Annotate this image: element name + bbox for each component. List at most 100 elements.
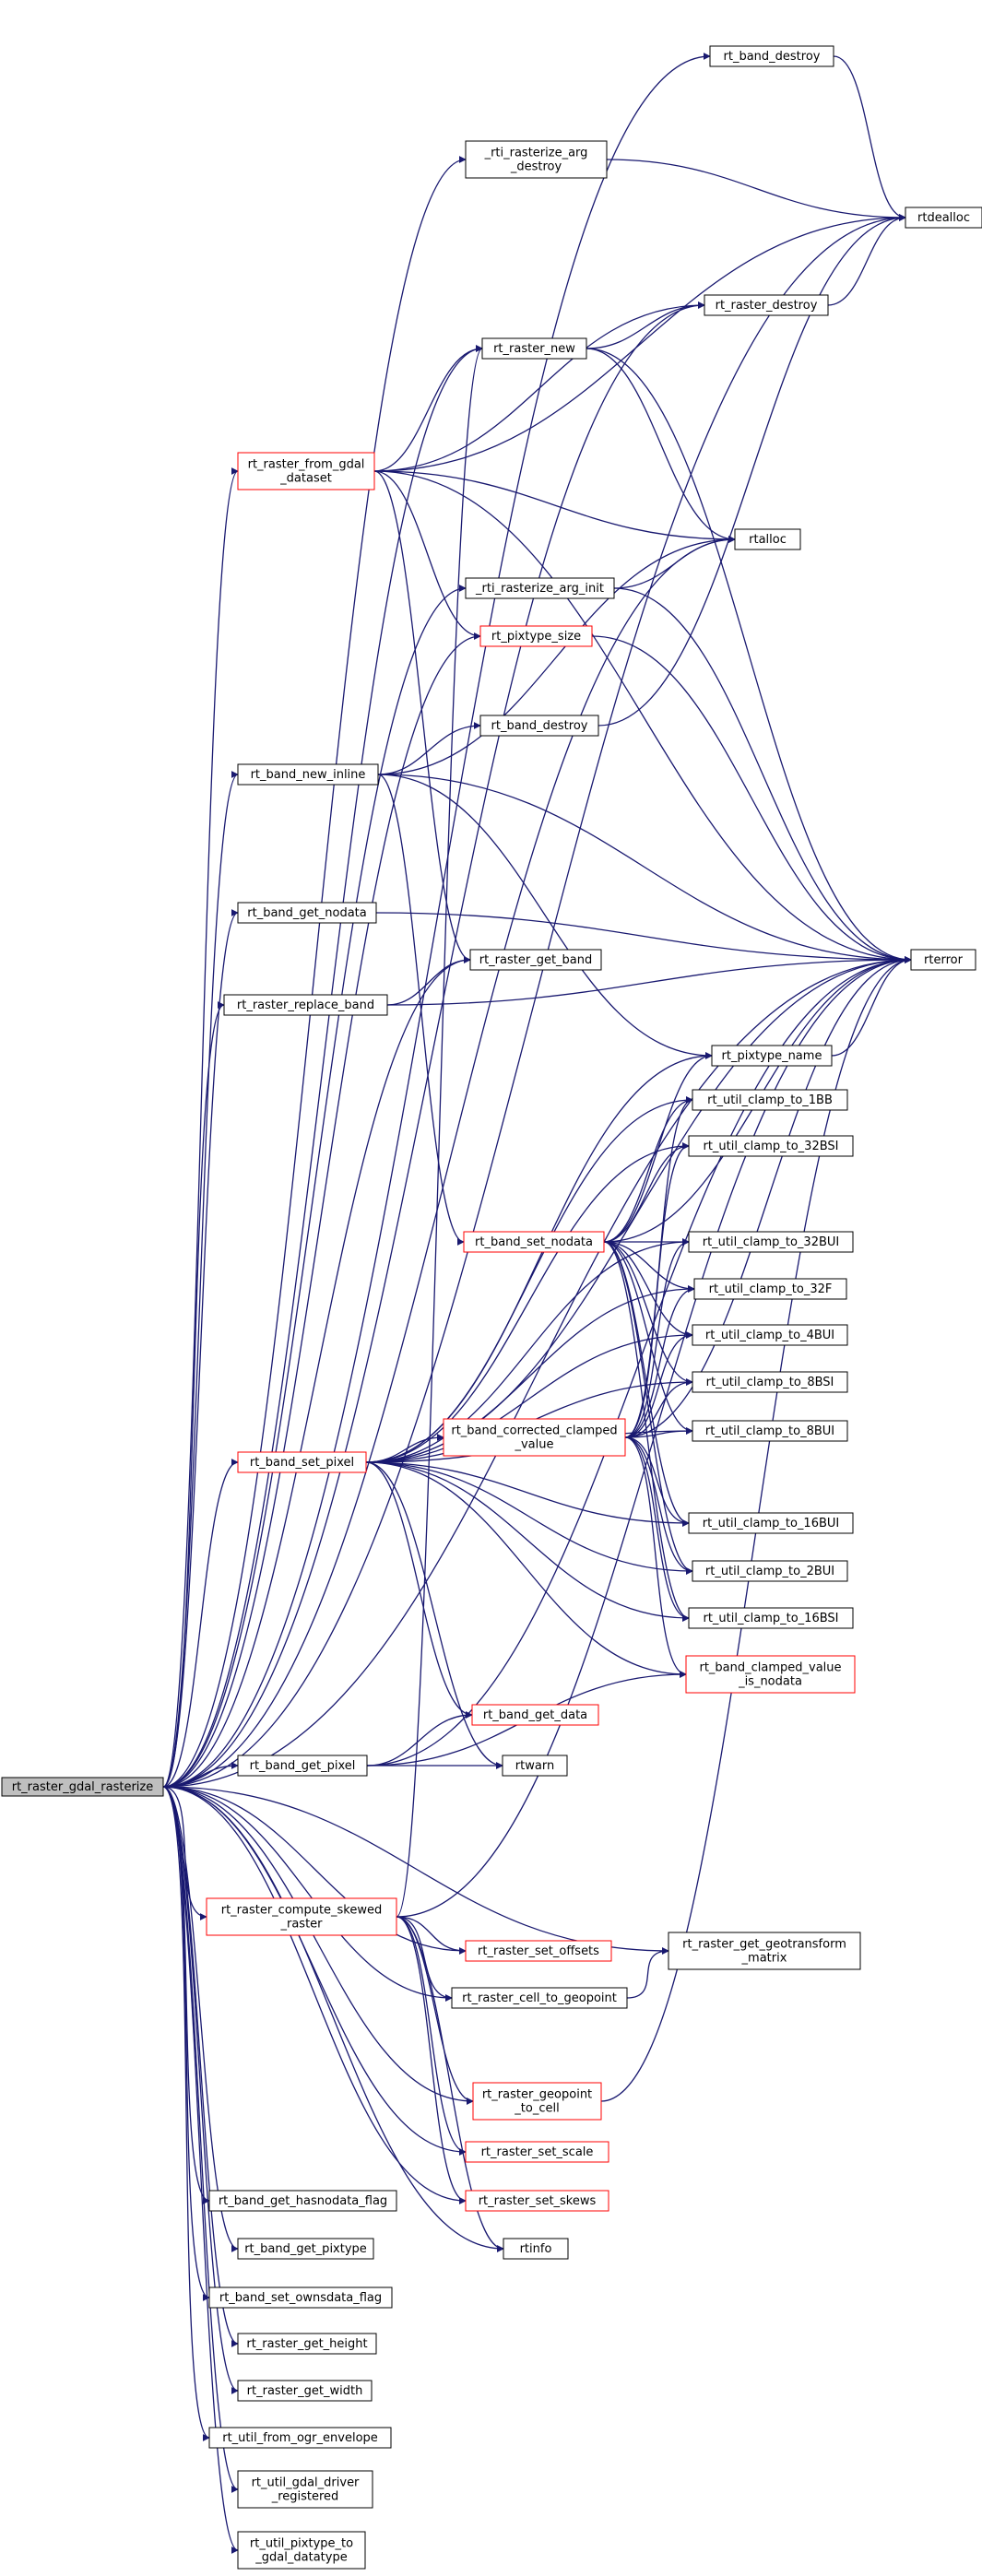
node-raster_replace_band[interactable]: rt_raster_replace_band xyxy=(223,994,388,1016)
node-clamp_8BUI[interactable]: rt_util_clamp_to_8BUI xyxy=(692,1420,848,1442)
call-edge-raster_from_gdal-to-raster_new xyxy=(373,345,483,472)
node-label: _matrix xyxy=(741,1952,787,1966)
node-clamp_4BUI[interactable]: rt_util_clamp_to_4BUI xyxy=(692,1324,848,1346)
call-edge-band_corrected_clamped-to-clamp_32BSI xyxy=(624,1142,690,1438)
node-clamp_32BSI[interactable]: rt_util_clamp_to_32BSI xyxy=(688,1135,854,1157)
node-clamp_1BB[interactable]: rt_util_clamp_to_1BB xyxy=(692,1089,848,1111)
node-root[interactable]: rt_raster_gdal_rasterize xyxy=(1,1777,164,1797)
node-label: rtwarn xyxy=(515,1759,554,1773)
node-hasnodata[interactable]: rt_band_get_hasnodata_flag xyxy=(208,2190,397,2212)
node-pixtype_size[interactable]: rt_pixtype_size xyxy=(479,625,593,647)
node-label: rt_util_clamp_to_2BUI xyxy=(705,1565,834,1578)
call-edge-band_new_inline-to-rtalloc xyxy=(377,536,736,775)
node-box xyxy=(692,1324,848,1346)
node-rtdealloc[interactable]: rtdealloc xyxy=(905,207,982,229)
node-band_get_data[interactable]: rt_band_get_data xyxy=(471,1704,599,1726)
node-raster_get_band[interactable]: rt_raster_get_band xyxy=(469,949,602,971)
node-clamped_is_nodata[interactable]: rt_band_clamped_value_is_nodata xyxy=(685,1655,856,1694)
call-edge-band_corrected_clamped-to-clamp_2BUI xyxy=(624,1436,693,1575)
node-band_get_pixel[interactable]: rt_band_get_pixel xyxy=(237,1755,368,1777)
node-geopoint_to_cell[interactable]: rt_raster_geopoint_to_cell xyxy=(472,2082,602,2121)
call-edge-band_set_pixel-to-clamp_4BUI xyxy=(365,1331,693,1463)
node-raster_new[interactable]: rt_raster_new xyxy=(481,337,587,360)
node-band_new_inline[interactable]: rt_band_new_inline xyxy=(237,763,379,786)
node-clamp_32BUI[interactable]: rt_util_clamp_to_32BUI xyxy=(688,1231,854,1253)
node-set_scale[interactable]: rt_raster_set_scale xyxy=(465,2141,609,2163)
node-rti_arg_destroy[interactable]: _rti_rasterize_arg_destroy xyxy=(465,140,608,179)
node-band_destroy_mid[interactable]: rt_band_destroy xyxy=(479,715,599,737)
node-box xyxy=(692,1420,848,1442)
node-band_get_nodata[interactable]: rt_band_get_nodata xyxy=(237,902,377,924)
node-clamp_16BSI[interactable]: rt_util_clamp_to_16BSI xyxy=(688,1607,854,1629)
node-set_skews[interactable]: rt_raster_set_skews xyxy=(465,2190,609,2212)
node-raster_from_gdal[interactable]: rt_raster_from_gdal_dataset xyxy=(237,452,375,490)
call-edge-band_set_pixel-to-clamp_16BUI xyxy=(365,1461,690,1527)
call-edge-compute_skewed-to-geopoint_to_cell xyxy=(396,1916,474,2105)
node-band_set_pixel[interactable]: rt_band_set_pixel xyxy=(237,1451,367,1473)
node-band_destroy_top[interactable]: rt_band_destroy xyxy=(709,45,834,67)
call-edge-root-to-set_skews xyxy=(162,1786,467,2204)
node-label: rt_raster_compute_skewed xyxy=(221,1904,383,1918)
call-edge-band_set_nodata-to-clamp_2BUI xyxy=(603,1241,693,1575)
call-edge-compute_skewed-to-cell_to_geopoint xyxy=(396,1916,453,2002)
node-label: rt_util_clamp_to_8BSI xyxy=(706,1376,834,1389)
node-label: _rti_rasterize_arg xyxy=(484,147,588,160)
node-get_height[interactable]: rt_raster_get_height xyxy=(237,2333,377,2355)
node-clamp_8BSI[interactable]: rt_util_clamp_to_8BSI xyxy=(692,1371,848,1393)
node-clamp_2BUI[interactable]: rt_util_clamp_to_2BUI xyxy=(692,1560,848,1582)
node-label: rt_band_set_nodata xyxy=(475,1235,593,1249)
node-raster_destroy[interactable]: rt_raster_destroy xyxy=(704,294,829,316)
call-edge-root-to-from_ogr_envelope xyxy=(162,1786,210,2441)
call-edge-band_get_pixel-to-rterror xyxy=(366,956,912,1767)
node-gdal_driver_registered[interactable]: rt_util_gdal_driver_registered xyxy=(237,2470,373,2509)
call-edge-band_corrected_clamped-to-rterror xyxy=(624,956,912,1438)
call-edge-compute_skewed-to-raster_new xyxy=(396,345,483,1918)
node-label: _gdal_datatype xyxy=(254,2551,347,2565)
node-band_set_nodata[interactable]: rt_band_set_nodata xyxy=(463,1231,605,1253)
node-label: rt_band_set_pixel xyxy=(250,1456,354,1470)
node-get_pixtype[interactable]: rt_band_get_pixtype xyxy=(237,2238,374,2260)
call-edge-compute_skewed-to-set_skews xyxy=(396,1916,467,2204)
node-label: _to_cell xyxy=(514,2102,559,2116)
node-get_geotransform[interactable]: rt_raster_get_geotransform_matrix xyxy=(668,1932,861,1970)
node-box xyxy=(443,1418,626,1457)
node-label: rt_raster_gdal_rasterize xyxy=(12,1780,154,1794)
node-box xyxy=(668,1932,861,1970)
node-box xyxy=(465,140,608,179)
node-box xyxy=(237,2380,373,2402)
node-rti_arg_init[interactable]: _rti_rasterize_arg_init xyxy=(465,577,615,599)
node-rtwarn[interactable]: rtwarn xyxy=(502,1755,568,1777)
node-label: rterror xyxy=(924,953,964,967)
node-label: rt_band_get_nodata xyxy=(247,906,366,920)
node-compute_skewed[interactable]: rt_raster_compute_skewed_raster xyxy=(206,1897,397,1936)
node-band_corrected_clamped[interactable]: rt_band_corrected_clamped_value xyxy=(443,1418,626,1457)
node-rterror[interactable]: rterror xyxy=(910,949,976,971)
node-set_offsets[interactable]: rt_raster_set_offsets xyxy=(465,1940,612,1962)
call-edge-band_new_inline-to-band_set_nodata xyxy=(377,774,465,1246)
call-edge-raster_from_gdal-to-pixtype_size xyxy=(373,470,481,640)
node-box xyxy=(479,715,599,737)
node-label: rt_util_clamp_to_16BSI xyxy=(703,1612,838,1625)
node-box xyxy=(237,1755,368,1777)
node-label: rt_raster_geopoint xyxy=(482,2088,592,2102)
node-cell_to_geopoint[interactable]: rt_raster_cell_to_geopoint xyxy=(451,1987,628,2009)
node-pixtype_name[interactable]: rt_pixtype_name xyxy=(711,1045,833,1067)
call-edge-band_corrected_clamped-to-clamp_16BSI xyxy=(624,1436,690,1622)
call-edge-root-to-rtdealloc xyxy=(162,214,906,1788)
node-box xyxy=(692,1371,848,1393)
node-from_ogr_envelope[interactable]: rt_util_from_ogr_envelope xyxy=(208,2427,392,2449)
node-box xyxy=(693,1278,847,1300)
node-box xyxy=(479,625,593,647)
node-clamp_32F[interactable]: rt_util_clamp_to_32F xyxy=(693,1278,847,1300)
node-label: _rti_rasterize_arg_init xyxy=(475,582,604,596)
node-box xyxy=(237,902,377,924)
call-edge-band_set_nodata-to-clamp_32F xyxy=(603,1241,695,1293)
node-rtinfo[interactable]: rtinfo xyxy=(503,2238,569,2260)
node-set_ownsdata[interactable]: rt_band_set_ownsdata_flag xyxy=(208,2286,393,2309)
node-pixtype_to_gdal[interactable]: rt_util_pixtype_to_gdal_datatype xyxy=(237,2531,366,2570)
node-rtalloc[interactable]: rtalloc xyxy=(734,528,801,550)
node-clamp_16BUI[interactable]: rt_util_clamp_to_16BUI xyxy=(688,1512,854,1534)
node-label: rt_util_from_ogr_envelope xyxy=(222,2431,378,2445)
node-get_width[interactable]: rt_raster_get_width xyxy=(237,2380,373,2402)
call-edge-root-to-rtalloc xyxy=(162,536,736,1788)
